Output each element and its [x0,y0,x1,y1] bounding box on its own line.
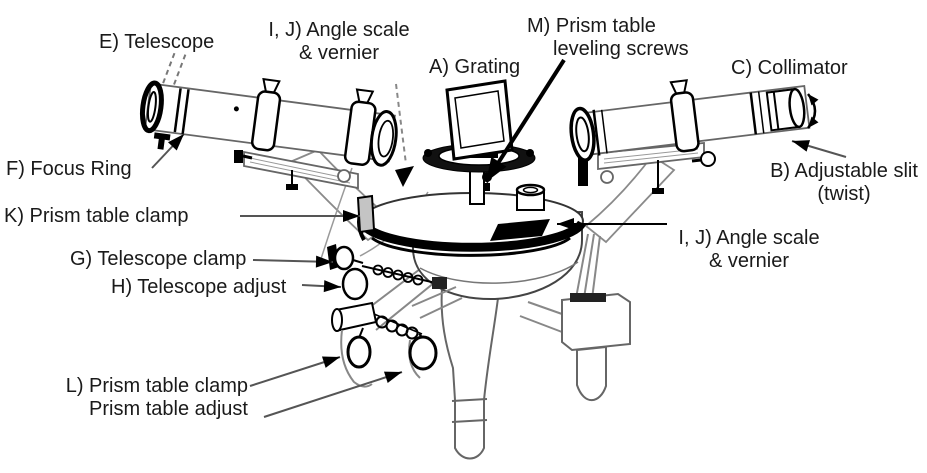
center-leg-collar [451,419,488,423]
arrowhead-angle-scale-top [395,166,414,187]
telescope-adjust-knob [341,267,369,301]
telescope-clamp-knob [333,245,355,271]
arrow-telescope-clamp-g [252,255,334,268]
label-leveling-screws: M) Prism table leveling screws [527,15,689,60]
arrow-angle-scale-top [395,83,407,165]
grating-assembly [422,79,546,211]
slit-ring [749,92,758,135]
right-leg [576,345,607,402]
center-leg [440,286,500,460]
leader-arrows [151,58,847,418]
prism-table-clamp-bracket [356,194,376,234]
prism-table-clamp-adjust-knobs [331,286,463,388]
label-prism-table-clamp-adjust-lm: L) Prism table clamp Prism table adjust [65,375,248,420]
arrow-leveling-screws-m [484,58,566,184]
telescope-assembly [139,50,398,167]
prism-adjust-knob [408,335,438,371]
arrow-prism-clamp-l1 [249,356,341,387]
label-angle-scale-vernier-right: I, J) Angle scale & vernier [678,227,820,272]
label-telescope-adjust-h: H) Telescope adjust [111,276,287,298]
slit-end-cap [788,87,806,129]
table-cylinder [515,183,546,211]
focus-knob [153,132,171,150]
label-adjustable-slit: B) Adjustable slit (twist) [770,160,918,205]
right-foot-rod-base [570,293,606,302]
collimator-assembly [569,79,811,162]
telescope-clamp-adjust-knobs [327,244,447,301]
label-collimator: C) Collimator [731,57,848,79]
collimator-mount-ring [669,91,700,153]
eyepiece [139,80,164,134]
center-leg-collar [451,398,488,402]
vernier-window [490,219,550,241]
right-foot-block [561,292,631,352]
label-focus-ring: F) Focus Ring [6,158,132,180]
label-angle-scale-vernier-top: I, J) Angle scale & vernier [268,19,410,64]
label-grating: A) Grating [429,56,521,78]
label-telescope-clamp-g: G) Telescope clamp [70,248,247,270]
mount-ring-1 [250,90,282,152]
focus-ring [173,88,182,133]
vernier-support-rods [575,233,601,300]
tripod-legs [357,265,631,460]
arrow-adjustable-slit-b [791,140,847,158]
label-prism-table-clamp-k: K) Prism table clamp [4,205,189,227]
arrow-focus-ring [151,133,185,169]
telescope-mount-bar [234,150,359,190]
arrow-prism-clamp-l2 [263,371,403,418]
prism-clamp-knob [346,335,372,369]
label-telescope: E) Telescope [99,31,215,53]
twist-double-arrow [807,93,819,129]
arrow-telescope-adjust-h [301,280,342,293]
